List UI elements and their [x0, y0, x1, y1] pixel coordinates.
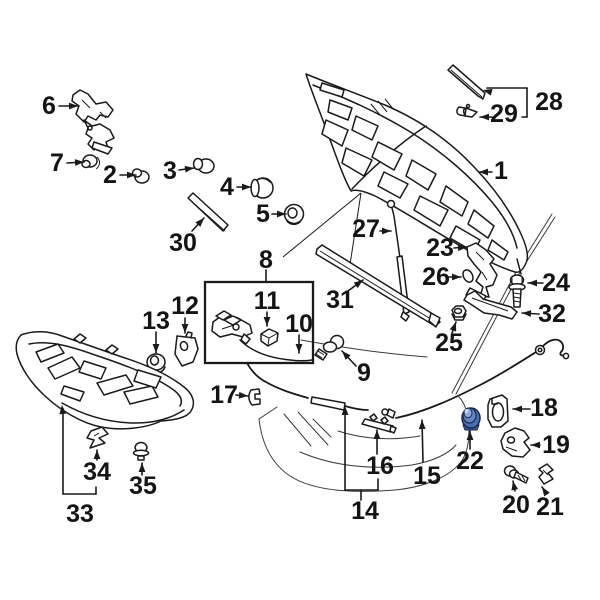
callout-25-label[interactable]: 25 [435, 329, 463, 357]
callout-35-label[interactable]: 35 [129, 472, 157, 500]
callout-1-label[interactable]: 1 [494, 157, 508, 185]
hinge-bushing-glyph [81, 154, 100, 170]
hood-emblem-slot [319, 82, 345, 98]
callout-19-label[interactable]: 19 [542, 431, 570, 459]
callout-24-label[interactable]: 24 [542, 269, 570, 297]
callout-18-label[interactable]: 18 [530, 394, 558, 422]
handle-bracket-glyph [500, 427, 531, 458]
callout-11-label[interactable]: 11 [254, 287, 281, 315]
callout-17-label[interactable]: 17 [210, 381, 238, 409]
flange-nut-glyph [451, 305, 467, 321]
seal-strip-glyph [447, 64, 486, 100]
callout-12-label[interactable]: 12 [171, 292, 199, 320]
clip-nut-glyph [538, 463, 554, 485]
grommet-ring-glyph [283, 203, 305, 226]
cable-section-glyph [239, 339, 313, 362]
callout-16-label[interactable]: 16 [366, 452, 394, 480]
callout-6-label[interactable]: 6 [42, 92, 56, 120]
callout-3-label[interactable]: 3 [163, 157, 177, 185]
callout-7-label[interactable]: 7 [50, 149, 64, 177]
callout-2-label[interactable]: 2 [103, 161, 117, 189]
guide-plate-glyph [487, 394, 509, 428]
clip-11-glyph [260, 328, 279, 347]
front-weatherstrip-glyph [315, 244, 441, 328]
callout-31-label[interactable]: 31 [326, 286, 354, 314]
callout-13-label[interactable]: 13 [142, 307, 170, 335]
hook-clip-glyph [456, 103, 478, 118]
callout-21-label[interactable]: 21 [536, 493, 564, 521]
molding-strip-glyph [187, 192, 229, 232]
flange-bolt-glyph [508, 274, 526, 308]
callout-5-label[interactable]: 5 [256, 200, 270, 228]
callout-10-label[interactable]: 10 [285, 310, 313, 338]
callout-8-label[interactable]: 8 [259, 246, 273, 274]
callout-15-label[interactable]: 15 [413, 462, 441, 490]
detail-box-8 [203, 280, 315, 365]
hood-lock-glyph [211, 310, 253, 345]
push-rivet-glyph [132, 441, 150, 461]
callout-33-label[interactable]: 33 [66, 500, 94, 528]
grommet-highlighted-glyph[interactable] [461, 407, 481, 431]
hinge-bracket-glyph [463, 290, 518, 320]
callout-28-label[interactable]: 28 [535, 88, 563, 116]
bracket-plate-glyph [174, 331, 199, 367]
bolt-20-glyph [503, 465, 529, 484]
hood-buffer-glyph [192, 157, 215, 174]
callout-30-label[interactable]: 30 [169, 229, 197, 257]
insulator-clip-glyph [86, 426, 109, 449]
hood-hinge-glyph [71, 89, 115, 155]
plug-glyph [131, 168, 150, 184]
callout-23-label[interactable]: 23 [426, 234, 454, 262]
callout-32-label[interactable]: 32 [538, 300, 566, 328]
callout-14-label[interactable]: 14 [351, 497, 379, 525]
round-plug-glyph [250, 177, 274, 199]
callout-27-label[interactable]: 27 [352, 215, 380, 243]
callout-26-label[interactable]: 26 [422, 263, 450, 291]
cable-sleeve [310, 396, 346, 411]
shoulder-bolt-glyph [314, 334, 345, 361]
cable-clip-glyph [248, 388, 261, 406]
callout-20-label[interactable]: 20 [502, 491, 530, 519]
callout-22-label[interactable]: 22 [456, 447, 484, 475]
callout-29-label[interactable]: 29 [490, 100, 518, 128]
o-ring-glyph [462, 269, 474, 283]
callout-9-label[interactable]: 9 [357, 359, 371, 387]
insulator-pad-glyph [15, 331, 195, 430]
callout-4-label[interactable]: 4 [220, 173, 234, 201]
cable-guide-bar-glyph [361, 413, 397, 434]
callout-34-label[interactable]: 34 [83, 458, 111, 486]
